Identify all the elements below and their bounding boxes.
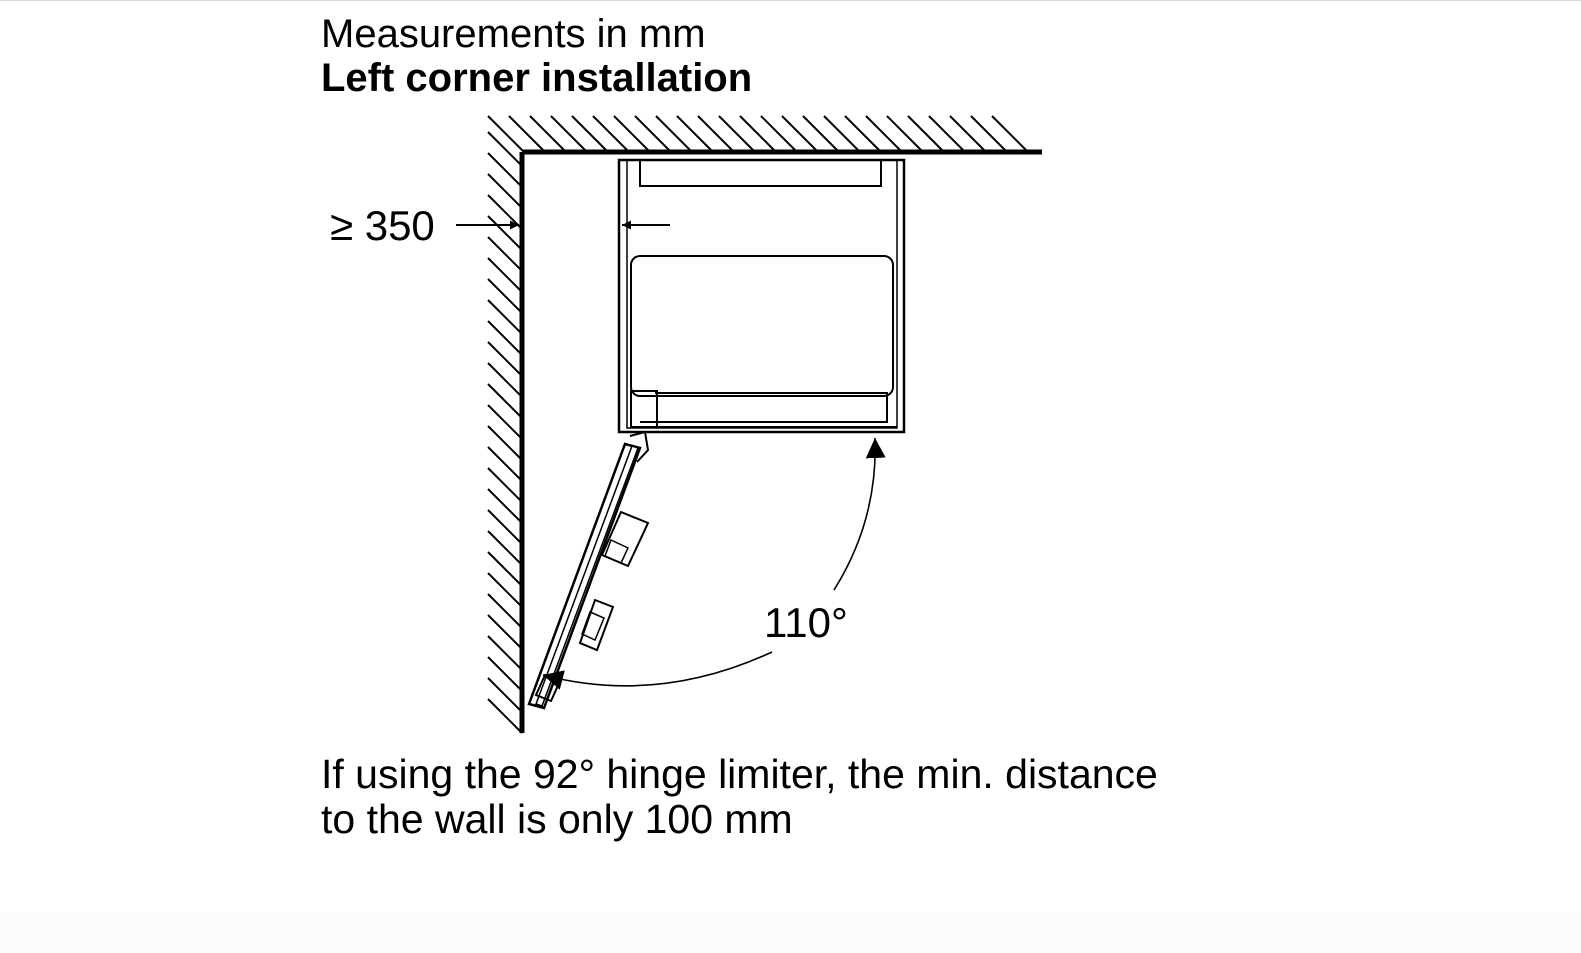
- wall-hatch-line: [487, 614, 523, 650]
- wall-hatch-line: [487, 383, 523, 419]
- ceiling-hatch-line: [718, 115, 756, 153]
- wall-hatch-line: [487, 635, 523, 671]
- wall-hatch-line: [487, 467, 523, 503]
- wall-hatch-line: [487, 362, 523, 398]
- bottom-band: [0, 912, 1581, 953]
- note-line-1: If using the 92° hinge limiter, the min.…: [321, 751, 1158, 797]
- ceiling-hatch-line: [676, 115, 714, 153]
- ceiling-hatch-line: [928, 115, 966, 153]
- ceiling-hatch-line: [634, 115, 672, 153]
- note-line-2: to the wall is only 100 mm: [321, 796, 793, 842]
- ceiling-hatch-line: [655, 115, 693, 153]
- wall-hatch-line: [487, 572, 523, 608]
- ceiling-hatch-line: [970, 115, 1008, 153]
- door-angle-label: 110°: [764, 599, 848, 646]
- wall-hatch-line: [487, 530, 523, 566]
- wall-hatch-line: [487, 509, 523, 545]
- hinge-limiter-note: If using the 92° hinge limiter, the min.…: [321, 752, 1158, 842]
- ceiling-hatch-line: [865, 115, 903, 153]
- wall-hatch-line: [487, 257, 523, 293]
- ceiling-hatch-line: [529, 115, 567, 153]
- wall-hatch-line: [487, 173, 523, 209]
- wall-hatch-line: [487, 131, 523, 167]
- wall-hatch-line: [487, 215, 523, 251]
- wall-hatch-line: [487, 194, 523, 230]
- wall-hatch-line: [487, 278, 523, 314]
- wall-hatch-line: [487, 425, 523, 461]
- ceiling-hatch-line: [550, 115, 588, 153]
- ceiling-hatch-line: [487, 115, 525, 153]
- ceiling-wall: [487, 115, 1042, 155]
- side-wall: [487, 131, 525, 734]
- wall-hatch-line: [487, 341, 523, 377]
- wall-hatch-line: [487, 152, 523, 188]
- wall-hatch-line: [487, 446, 523, 482]
- wall-hatch-line: [487, 593, 523, 629]
- ceiling-hatch-line: [844, 115, 882, 153]
- ceiling-hatch-line: [697, 115, 735, 153]
- ceiling-hatch-line: [949, 115, 987, 153]
- door-angle-arc: [542, 437, 886, 690]
- ceiling-hatch-line: [739, 115, 777, 153]
- ceiling-hatch-line: [571, 115, 609, 153]
- wall-hatch-line: [487, 677, 523, 713]
- top-divider: [0, 0, 1581, 1]
- ceiling-hatch-line: [802, 115, 840, 153]
- measurement-unit-label: Measurements in mm: [321, 12, 706, 56]
- wall-hatch-line: [487, 698, 523, 734]
- wall-hatch-line: [487, 299, 523, 335]
- appliance-cabinet: [617, 158, 906, 434]
- diagram-title: Left corner installation: [321, 56, 753, 100]
- ceiling-hatch-line: [823, 115, 861, 153]
- ceiling-hatch-line: [592, 115, 630, 153]
- ceiling-hatch-line: [991, 115, 1029, 153]
- open-door: [527, 430, 650, 710]
- ceiling-hatch-line: [886, 115, 924, 153]
- wall-hatch-line: [487, 236, 523, 272]
- wall-hatch-line: [487, 320, 523, 356]
- wall-hatch-line: [487, 551, 523, 587]
- ceiling-hatch-line: [613, 115, 651, 153]
- ceiling-hatch-line: [907, 115, 945, 153]
- ceiling-hatch-line: [508, 115, 546, 153]
- ceiling-hatch-line: [781, 115, 819, 153]
- wall-clearance-label: ≥ 350: [330, 202, 435, 249]
- wall-hatch-line: [487, 488, 523, 524]
- ceiling-hatch-line: [760, 115, 798, 153]
- wall-hatch-line: [487, 404, 523, 440]
- wall-hatch-line: [487, 656, 523, 692]
